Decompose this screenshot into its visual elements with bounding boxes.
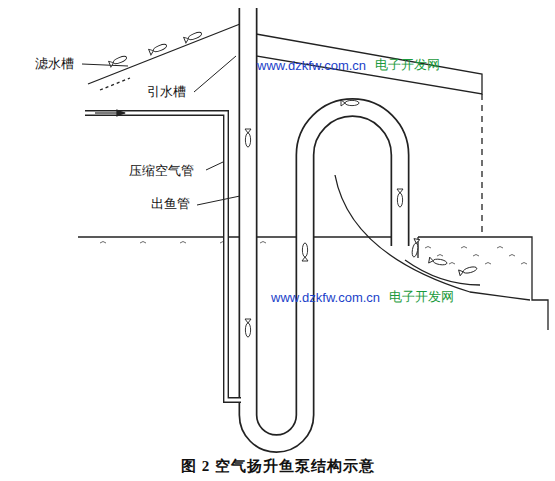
fish [245,129,251,147]
watermark: www.dzkfw.com.cn [256,58,367,74]
watermark: www.dzkfw.com.cn [270,290,381,306]
part-label: 引水槽 [146,84,187,100]
compressed-air-pipe [85,113,241,400]
leader-line [206,162,223,170]
fish [245,319,251,337]
fish [109,55,128,67]
fish-tank [418,237,548,330]
fish [429,257,448,266]
fish [184,31,203,43]
water-mark [521,263,527,265]
fish [397,189,403,207]
water-mark [449,263,455,265]
water-mark [473,255,479,257]
fish-sketches [109,31,478,337]
fish [149,43,168,55]
filter-trough [88,24,240,84]
leader-line [197,196,240,205]
water-mark [140,242,146,244]
part-label: 出鱼管 [150,196,191,212]
water-mark [180,242,186,244]
air-flow-arrow [95,112,125,113]
filter-trough-dash [100,78,130,90]
leader-line [82,64,128,66]
water-mark [260,242,266,244]
water-mark [100,242,106,244]
fish-outlet-tube [248,8,400,444]
lead-in-trough [256,34,482,94]
leader-line [194,56,236,92]
screen-slope [335,175,530,300]
watermark: 电子开发网 [374,57,441,73]
part-label: 滤水槽 [34,56,75,72]
water-mark [425,247,431,249]
water-mark [485,263,491,265]
trough-hanger [481,94,482,232]
water-mark [437,255,443,257]
watermark: 电子开发网 [388,289,455,305]
fish [302,243,308,261]
water-mark [509,255,515,257]
water-mark [461,247,467,249]
fish [411,239,420,258]
fish [459,265,478,275]
part-label: 压缩空气管 [128,163,195,179]
figure-caption: 图 2 空气扬升鱼泵结构示意 [180,457,376,475]
water-mark [497,247,503,249]
fish [341,100,359,106]
compressed-air-pipe-bore [84,113,242,400]
